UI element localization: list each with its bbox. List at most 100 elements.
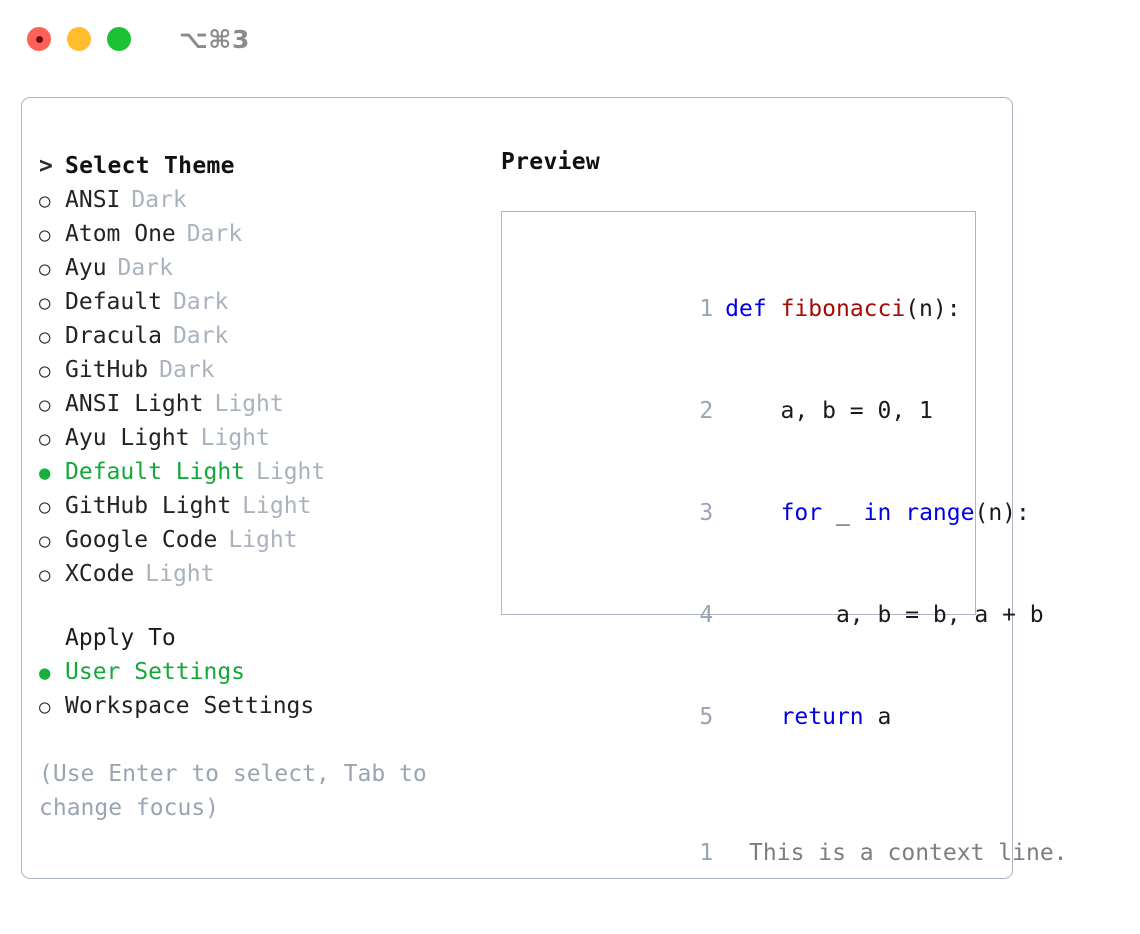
theme-category-tag: Dark [131,187,187,213]
radio-unselected-icon[interactable] [39,689,65,724]
theme-category-tag: Light [256,459,326,485]
code-line: 3 for _ in range(n): [521,462,1030,564]
theme-name: Atom One [65,221,176,247]
apply-to-option-workspace-settings[interactable]: Workspace Settings [39,689,509,723]
code-token [891,500,905,526]
code-token: in [863,500,892,526]
theme-category-tag: Light [228,527,298,553]
diff-sign [725,840,739,866]
diff-line-deleted: 2-This line was deleted. [521,904,975,934]
preview-title: Preview [501,149,601,175]
select-theme-header: > Select Theme [39,149,509,183]
radio-unselected-icon[interactable] [39,387,65,422]
radio-unselected-icon[interactable] [39,489,65,524]
code-token: return [780,704,864,730]
theme-category-tag: Dark [117,255,173,281]
theme-category-tag: Dark [172,289,229,315]
radio-unselected-icon[interactable] [39,557,65,592]
code-line: 5 return a [521,666,975,768]
radio-unselected-icon[interactable] [39,353,65,388]
theme-option-default-dark[interactable]: Default Dark [39,285,509,319]
title-bar: ⌥⌘3 [0,0,1140,78]
theme-category-tag: Dark [159,357,215,383]
radio-unselected-icon[interactable] [39,523,65,558]
diff-line-context: 1 This is a context line. [521,802,1067,904]
list-spacer [39,591,509,621]
keyboard-shortcut-label: ⌥⌘3 [179,24,250,54]
radio-unselected-icon[interactable] [39,183,65,218]
theme-name: Google Code [65,527,218,553]
code-line: 4 a, b = b, a + b [521,564,1043,666]
code-token [767,296,781,322]
diff-spacer [521,768,975,802]
theme-option-atom-one-dark[interactable]: Atom One Dark [39,217,509,251]
theme-name: Default Light [65,459,246,485]
theme-name: GitHub [65,357,149,383]
theme-name: Dracula [65,323,162,349]
code-line: 2 a, b = 0, 1 [521,360,975,462]
theme-category-tag: Dark [186,221,243,247]
code-token: (n): [905,296,961,322]
diff-text: This is a context line. [749,840,1068,866]
theme-option-ayu-dark[interactable]: Ayu Dark [39,251,509,285]
theme-option-github-light[interactable]: GitHub Light Light [39,489,509,523]
code-token: fibonacci [780,296,906,322]
theme-name: Default [65,289,162,315]
theme-option-dracula-dark[interactable]: Dracula Dark [39,319,509,353]
code-token: _ [822,500,864,526]
code-token: for [780,500,823,526]
theme-option-xcode[interactable]: XCode Light [39,557,509,591]
select-theme-title: Select Theme [65,153,235,179]
line-number: 1 [699,840,714,866]
theme-category-tag: Light [242,493,312,519]
traffic-light-controls [27,27,131,51]
theme-name: XCode [65,561,135,587]
theme-name: GitHub Light [65,493,232,519]
theme-option-google-code[interactable]: Google Code Light [39,523,509,557]
radio-selected-icon[interactable] [39,655,65,690]
line-number: 4 [699,602,714,628]
radio-unselected-icon[interactable] [39,285,65,320]
code-token: a [863,704,892,730]
close-window-icon[interactable] [27,27,51,51]
prompt-caret-icon: > [39,153,54,179]
theme-category-tag: Light [214,391,284,417]
radio-unselected-icon[interactable] [39,319,65,354]
theme-category-tag: Dark [172,323,229,349]
code-token: (n): [974,500,1030,526]
theme-option-ayu-light[interactable]: Ayu Light Light [39,421,509,455]
apply-to-title: Apply To [65,625,176,651]
radio-unselected-icon[interactable] [39,251,65,286]
apply-to-option-user-settings[interactable]: User Settings [39,655,509,689]
theme-category-tag: Light [200,425,270,451]
code-token: a, b = b, a + b [725,602,1044,628]
theme-name: ANSI [65,187,121,213]
theme-option-github-dark[interactable]: GitHub Dark [39,353,509,387]
keyboard-hint-text: (Use Enter to select, Tab to change focu… [39,761,427,821]
line-number: 2 [699,398,714,424]
minimize-window-icon[interactable] [67,27,91,51]
line-number: 3 [699,500,714,526]
apply-to-header: Apply To [39,621,509,655]
theme-option-default-light[interactable]: Default Light Light [39,455,509,489]
theme-name: Ayu Light [65,425,190,451]
code-token [725,500,780,526]
apply-to-label: User Settings [65,659,246,685]
radio-unselected-icon[interactable] [39,421,65,456]
theme-category-tag: Light [145,561,215,587]
radio-selected-icon[interactable] [39,455,65,490]
radio-unselected-icon[interactable] [39,217,65,252]
maximize-window-icon[interactable] [107,27,131,51]
theme-option-ansi-dark[interactable]: ANSI Dark [39,183,509,217]
code-token: a, b = 0, 1 [725,398,933,424]
code-token [725,704,780,730]
theme-name: Ayu [65,255,107,281]
